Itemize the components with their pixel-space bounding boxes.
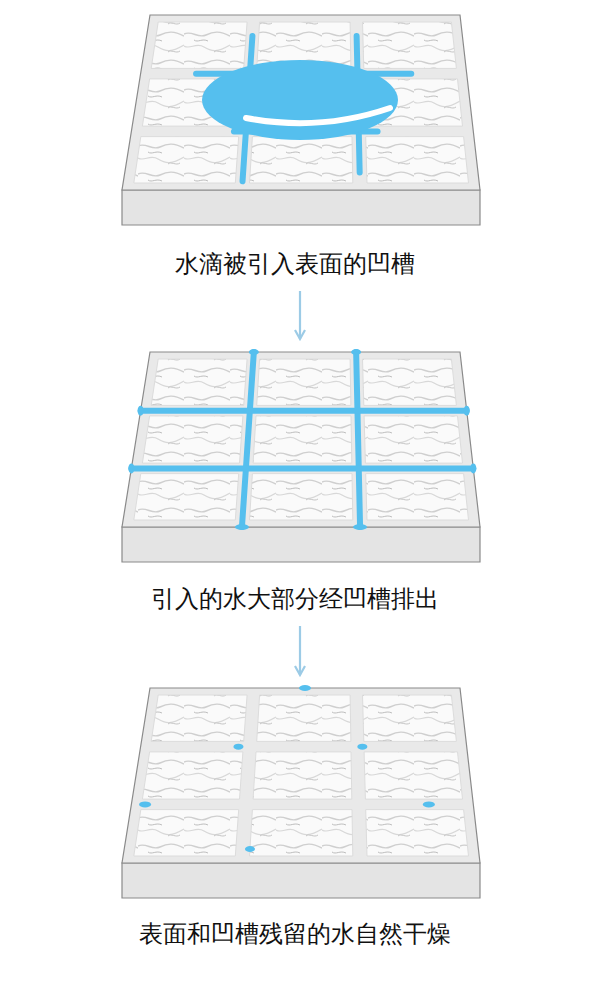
tile <box>363 695 457 741</box>
tile-slab <box>122 685 480 898</box>
water-drop <box>233 744 243 750</box>
water-channel <box>141 408 467 414</box>
water-drop <box>128 463 134 473</box>
tile <box>257 695 351 741</box>
slab-top <box>122 688 480 863</box>
tile <box>250 810 353 856</box>
tile <box>253 752 352 799</box>
tile <box>366 137 469 183</box>
water-drop <box>202 60 398 140</box>
tile <box>364 416 462 463</box>
water-drop <box>235 524 249 530</box>
step-panel: 表面和凹槽残留的水自然干燥 <box>85 681 505 955</box>
water-drop <box>353 524 367 530</box>
slab-top <box>122 352 480 527</box>
tile <box>363 359 457 405</box>
water-drop <box>299 685 311 691</box>
water-channel <box>242 352 254 527</box>
slab-side <box>122 527 480 562</box>
tile <box>363 22 457 68</box>
slab-side <box>122 863 480 898</box>
water-channel <box>356 352 360 527</box>
step-panel: 引入的水大部分经凹槽排出 <box>85 345 505 620</box>
water-drop <box>138 406 144 416</box>
tile <box>151 359 247 405</box>
tile <box>142 752 243 799</box>
tile <box>134 137 239 183</box>
tile <box>134 810 239 856</box>
tile <box>364 752 462 799</box>
tile <box>151 695 247 741</box>
tile <box>253 416 352 463</box>
water-drop <box>249 349 259 355</box>
tile <box>366 810 469 856</box>
step-panel: 水滴被引入表面的凹槽 <box>85 8 505 285</box>
tile <box>257 359 351 405</box>
water-drop <box>470 463 476 473</box>
water-drop <box>139 801 151 807</box>
tile <box>151 22 247 68</box>
tile <box>142 416 243 463</box>
tile <box>366 474 469 520</box>
water-channel <box>131 465 473 471</box>
water-drop <box>464 406 470 416</box>
drop-highlight <box>246 108 390 123</box>
tile <box>134 474 239 520</box>
tile <box>250 474 353 520</box>
water-drop <box>423 801 435 807</box>
slab-side <box>122 190 480 225</box>
tile-slab <box>122 349 480 562</box>
step-arrow <box>299 291 301 339</box>
step-caption: 水滴被引入表面的凹槽 <box>171 249 419 279</box>
water-drop <box>245 846 255 852</box>
water-drop <box>351 349 361 355</box>
step-caption: 表面和凹槽残留的水自然干燥 <box>135 919 455 949</box>
step-arrow <box>299 626 301 675</box>
tile <box>250 137 353 183</box>
step-caption: 引入的水大部分经凹槽排出 <box>147 584 443 614</box>
slab-top <box>122 15 480 190</box>
water-drop <box>357 744 367 750</box>
tile-slab <box>122 15 480 225</box>
